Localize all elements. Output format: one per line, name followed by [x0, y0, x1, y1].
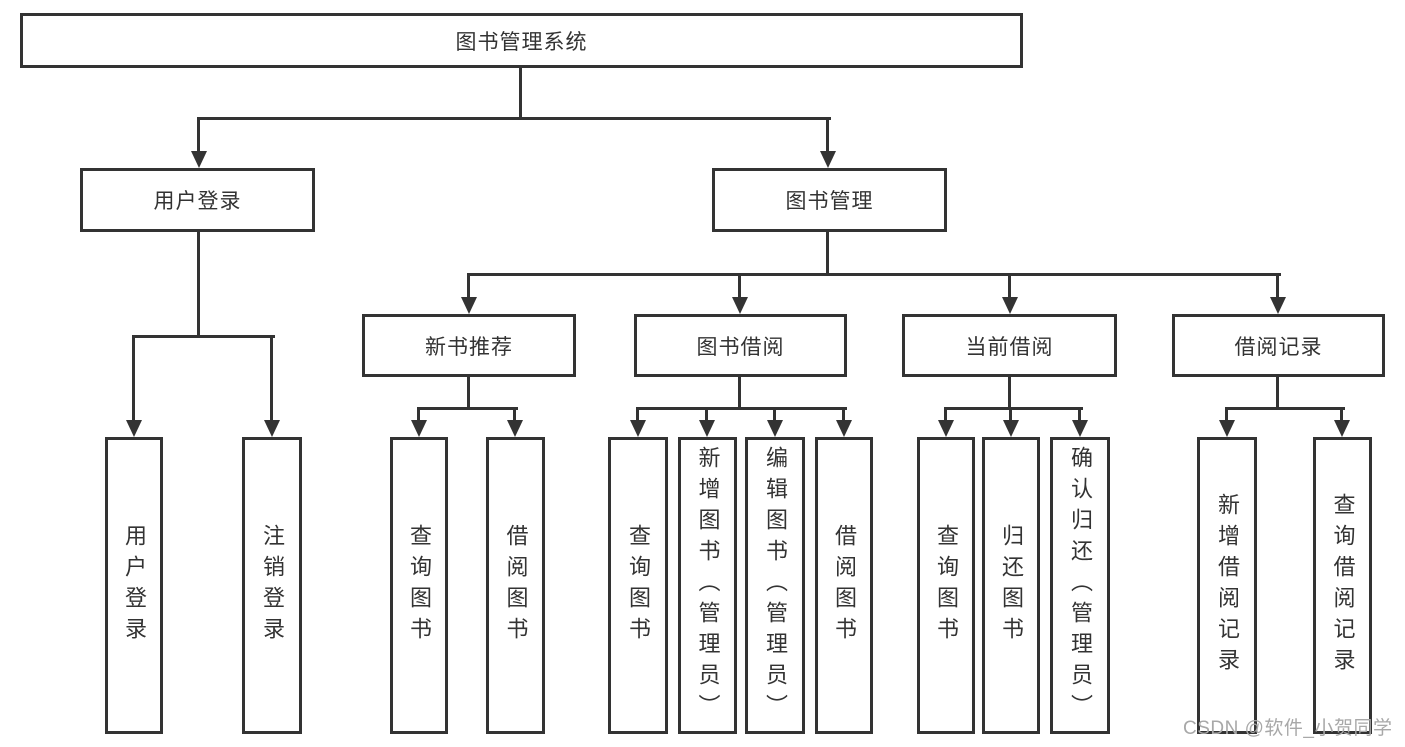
node-library-management-system: 图书管理系统 [20, 13, 1023, 68]
node-label: 注销登录 [260, 523, 285, 648]
arrow-down-icon [938, 420, 954, 437]
node-label: 借阅记录 [1234, 335, 1323, 359]
connector-vline [738, 273, 741, 299]
node-label: 新书推荐 [425, 335, 513, 359]
connector-vline [1276, 273, 1279, 299]
connector-vline [467, 273, 470, 299]
connector-vline [132, 335, 135, 421]
arrow-down-icon [461, 297, 477, 314]
arrow-down-icon [1219, 420, 1235, 437]
arrow-down-icon [264, 420, 280, 437]
arrow-down-icon [1270, 297, 1286, 314]
node-label: 用户登录 [153, 190, 242, 213]
node-label: 新增借阅记录 [1215, 492, 1240, 679]
node-user-login-leaf: 用户登录 [105, 437, 163, 734]
node-logout: 注销登录 [242, 437, 302, 734]
node-label: 查询图书 [407, 523, 432, 648]
arrow-down-icon [507, 420, 523, 437]
node-current-borrowing: 当前借阅 [902, 314, 1117, 377]
node-label: 编辑图书（管理员） [763, 446, 788, 725]
arrow-down-icon [191, 151, 207, 168]
node-add-books-admin: 新增图书（管理员） [678, 437, 737, 734]
node-add-borrow-record: 新增借阅记录 [1197, 437, 1257, 734]
arrow-down-icon [820, 151, 836, 168]
connector-hline [417, 407, 518, 410]
node-user-login: 用户登录 [80, 168, 315, 232]
node-edit-books-admin: 编辑图书（管理员） [745, 437, 805, 734]
connector-vline [773, 407, 776, 422]
arrow-down-icon [836, 420, 852, 437]
node-return-books: 归还图书 [982, 437, 1040, 734]
connector-vline [1008, 377, 1011, 409]
node-query-books-current: 查询图书 [917, 437, 975, 734]
arrow-down-icon [1072, 420, 1088, 437]
node-label: 查询借阅记录 [1330, 492, 1356, 679]
node-query-books-recommend: 查询图书 [390, 437, 448, 734]
node-borrow-books-borrowing: 借阅图书 [815, 437, 873, 734]
arrow-down-icon [411, 420, 427, 437]
connector-vline [270, 335, 273, 421]
connector-vline [1225, 407, 1228, 422]
node-label: 用户登录 [122, 523, 147, 648]
node-new-book-recommendation: 新书推荐 [362, 314, 576, 377]
watermark: CSDN @软件_小贺同学 [1183, 718, 1393, 739]
connector-vline [842, 407, 845, 422]
node-borrow-books-recommend: 借阅图书 [486, 437, 545, 734]
connector-vline [467, 377, 470, 409]
connector-hline [1225, 407, 1345, 410]
connector-vline [826, 117, 829, 152]
node-label: 确认归还（管理员） [1068, 446, 1093, 725]
connector-hline [467, 273, 1281, 276]
connector-vline [1276, 377, 1279, 409]
arrow-down-icon [1334, 420, 1350, 437]
node-label: 查询图书 [934, 523, 959, 648]
arrow-down-icon [1002, 297, 1018, 314]
arrow-down-icon [767, 420, 783, 437]
arrow-down-icon [732, 297, 748, 314]
node-label: 图书管理系统 [455, 30, 588, 54]
connector-hline [944, 407, 1083, 410]
connector-vline [513, 407, 516, 422]
arrow-down-icon [126, 420, 142, 437]
arrow-down-icon [699, 420, 715, 437]
node-label: 归还图书 [999, 523, 1024, 648]
arrow-down-icon [630, 420, 646, 437]
arrow-down-icon [1003, 420, 1019, 437]
node-query-borrow-record: 查询借阅记录 [1313, 437, 1372, 734]
node-label: 图书管理 [785, 190, 874, 213]
node-book-borrowing: 图书借阅 [634, 314, 847, 377]
connector-vline [197, 117, 200, 152]
node-book-management: 图书管理 [712, 168, 947, 232]
node-label: 新增图书（管理员） [695, 446, 721, 725]
node-label: 查询图书 [626, 523, 651, 648]
connector-vline [636, 407, 639, 422]
node-query-books-borrowing: 查询图书 [608, 437, 668, 734]
connector-vline [826, 232, 829, 276]
connector-vline [1008, 273, 1011, 299]
connector-hline [197, 117, 831, 120]
connector-vline [519, 68, 522, 117]
connector-hline [132, 335, 275, 338]
connector-hline [636, 407, 847, 410]
connector-vline [1009, 407, 1012, 422]
connector-vline [944, 407, 947, 422]
connector-vline [417, 407, 420, 422]
node-borrowing-records: 借阅记录 [1172, 314, 1385, 377]
connector-vline [738, 377, 741, 409]
connector-vline [197, 232, 200, 335]
node-confirm-return-admin: 确认归还（管理员） [1050, 437, 1110, 734]
node-label: 图书借阅 [696, 335, 785, 359]
node-label: 借阅图书 [832, 523, 857, 648]
node-label: 借阅图书 [503, 523, 529, 648]
connector-vline [1340, 407, 1343, 422]
node-label: 当前借阅 [965, 335, 1054, 359]
connector-vline [705, 407, 708, 422]
connector-vline [1078, 407, 1081, 422]
